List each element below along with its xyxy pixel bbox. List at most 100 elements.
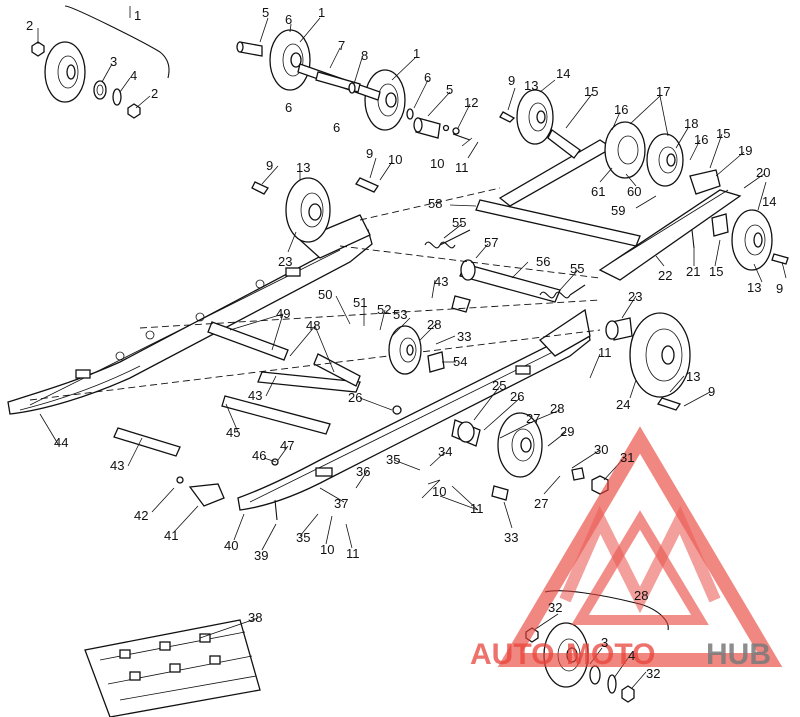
callout-label: 11 xyxy=(470,501,484,516)
callout-label: 15 xyxy=(584,84,598,99)
callout-label: 47 xyxy=(280,438,294,453)
callout-label: 49 xyxy=(276,306,290,321)
wheel-upper-right-b xyxy=(604,121,646,179)
callout-label: 53 xyxy=(393,307,407,322)
callout-label: 18 xyxy=(684,116,698,131)
wheel-upper-right-a xyxy=(516,89,554,145)
callout-label: 38 xyxy=(248,610,262,625)
watermark-m-strokes xyxy=(559,505,721,614)
callout-label: 9 xyxy=(366,146,373,161)
callout-label: 29 xyxy=(560,424,574,439)
idler-wheels xyxy=(44,29,773,688)
callout-label: 19 xyxy=(738,143,752,158)
callout-label: 26 xyxy=(348,390,362,405)
wheel-top-center-b xyxy=(364,69,406,131)
callout-label: 9 xyxy=(266,158,273,173)
callout-label: 28 xyxy=(634,588,648,603)
callout-label: 23 xyxy=(628,289,642,304)
callout-label: 6 xyxy=(285,12,292,27)
callout-label: 7 xyxy=(338,38,345,53)
callout-label: 60 xyxy=(627,184,641,199)
wheel-lower-center xyxy=(497,412,543,478)
callout-label: 61 xyxy=(591,184,605,199)
callout-label: 4 xyxy=(628,648,635,663)
callout-label: 31 xyxy=(620,450,634,465)
leader-lines xyxy=(37,6,787,689)
callout-label: 55 xyxy=(452,215,466,230)
callout-label: 10 xyxy=(388,152,402,167)
callout-label: 34 xyxy=(438,444,452,459)
wheel-top-left xyxy=(44,41,86,103)
callout-label: 14 xyxy=(762,194,776,209)
callout-label: 36 xyxy=(356,464,370,479)
callout-label: 1 xyxy=(413,46,420,61)
callout-label: 37 xyxy=(334,496,348,511)
callout-label: 3 xyxy=(110,54,117,69)
callout-label: 16 xyxy=(694,132,708,147)
callout-label: 39 xyxy=(254,548,268,563)
callout-label: 6 xyxy=(424,70,431,85)
callout-label: 27 xyxy=(534,496,548,511)
callout-label: 57 xyxy=(484,235,498,250)
callout-label: 32 xyxy=(646,666,660,681)
callout-label: 59 xyxy=(611,203,625,218)
callout-label: 9 xyxy=(776,281,783,296)
callout-label: 14 xyxy=(556,66,570,81)
callout-label: 24 xyxy=(616,397,630,412)
callout-label: 4 xyxy=(130,68,137,83)
callout-labels: 1 2 3 4 2 5 6 1 7 8 6 1 6 5 12 10 11 6 9… xyxy=(26,5,783,681)
left-rail xyxy=(7,214,373,415)
callout-label: 6 xyxy=(333,120,340,135)
callout-label: 13 xyxy=(747,280,761,295)
callout-label: 56 xyxy=(536,254,550,269)
callout-label: 55 xyxy=(570,261,584,276)
callout-label: 9 xyxy=(508,73,515,88)
callout-label: 33 xyxy=(504,530,518,545)
callout-label: 6 xyxy=(285,100,292,115)
callout-label: 2 xyxy=(26,18,33,33)
callout-label: 8 xyxy=(361,48,368,63)
wheel-large-right xyxy=(629,312,691,398)
callout-label: 44 xyxy=(54,435,68,450)
callout-label: 41 xyxy=(164,528,178,543)
callout-label: 5 xyxy=(446,82,453,97)
callout-label: 50 xyxy=(318,287,332,302)
callout-label: 15 xyxy=(709,264,723,279)
wheel-left-mid xyxy=(285,177,331,243)
callout-label: 9 xyxy=(708,384,715,399)
watermark-logo xyxy=(497,426,783,667)
callout-label: 33 xyxy=(457,329,471,344)
callout-label: 10 xyxy=(430,156,444,171)
callout-label: 5 xyxy=(262,5,269,20)
callout-label: 25 xyxy=(492,378,506,393)
callout-label: 12 xyxy=(464,95,478,110)
springs xyxy=(424,229,586,299)
callout-label: 28 xyxy=(427,317,441,332)
wheel-far-right xyxy=(731,209,773,271)
callout-label: 13 xyxy=(296,160,310,175)
wheel-top-center-a xyxy=(269,29,311,91)
right-rail xyxy=(237,308,591,511)
callout-label: 11 xyxy=(598,345,612,360)
wheel-center xyxy=(388,325,422,375)
callout-label: 23 xyxy=(278,254,292,269)
callout-label: 11 xyxy=(455,160,469,175)
callout-label: 13 xyxy=(686,369,700,384)
callout-label: 10 xyxy=(432,484,446,499)
callout-label: 1 xyxy=(318,5,325,20)
watermark-word-moto: MOTO xyxy=(566,638,655,671)
callout-label: 40 xyxy=(224,538,238,553)
callout-label: 35 xyxy=(296,530,310,545)
callout-label: 46 xyxy=(252,448,266,463)
callout-label: 58 xyxy=(428,196,442,211)
watermark-word-auto: AUTO xyxy=(470,638,554,671)
watermark-word-hub: HUB xyxy=(706,638,771,671)
callout-label: 20 xyxy=(756,165,770,180)
callout-label: 10 xyxy=(320,542,334,557)
rear-rail-upper xyxy=(498,139,742,281)
callout-label: 52 xyxy=(377,302,391,317)
callout-label: 26 xyxy=(510,389,524,404)
top-axle xyxy=(236,41,441,139)
callout-label: 27 xyxy=(526,411,540,426)
